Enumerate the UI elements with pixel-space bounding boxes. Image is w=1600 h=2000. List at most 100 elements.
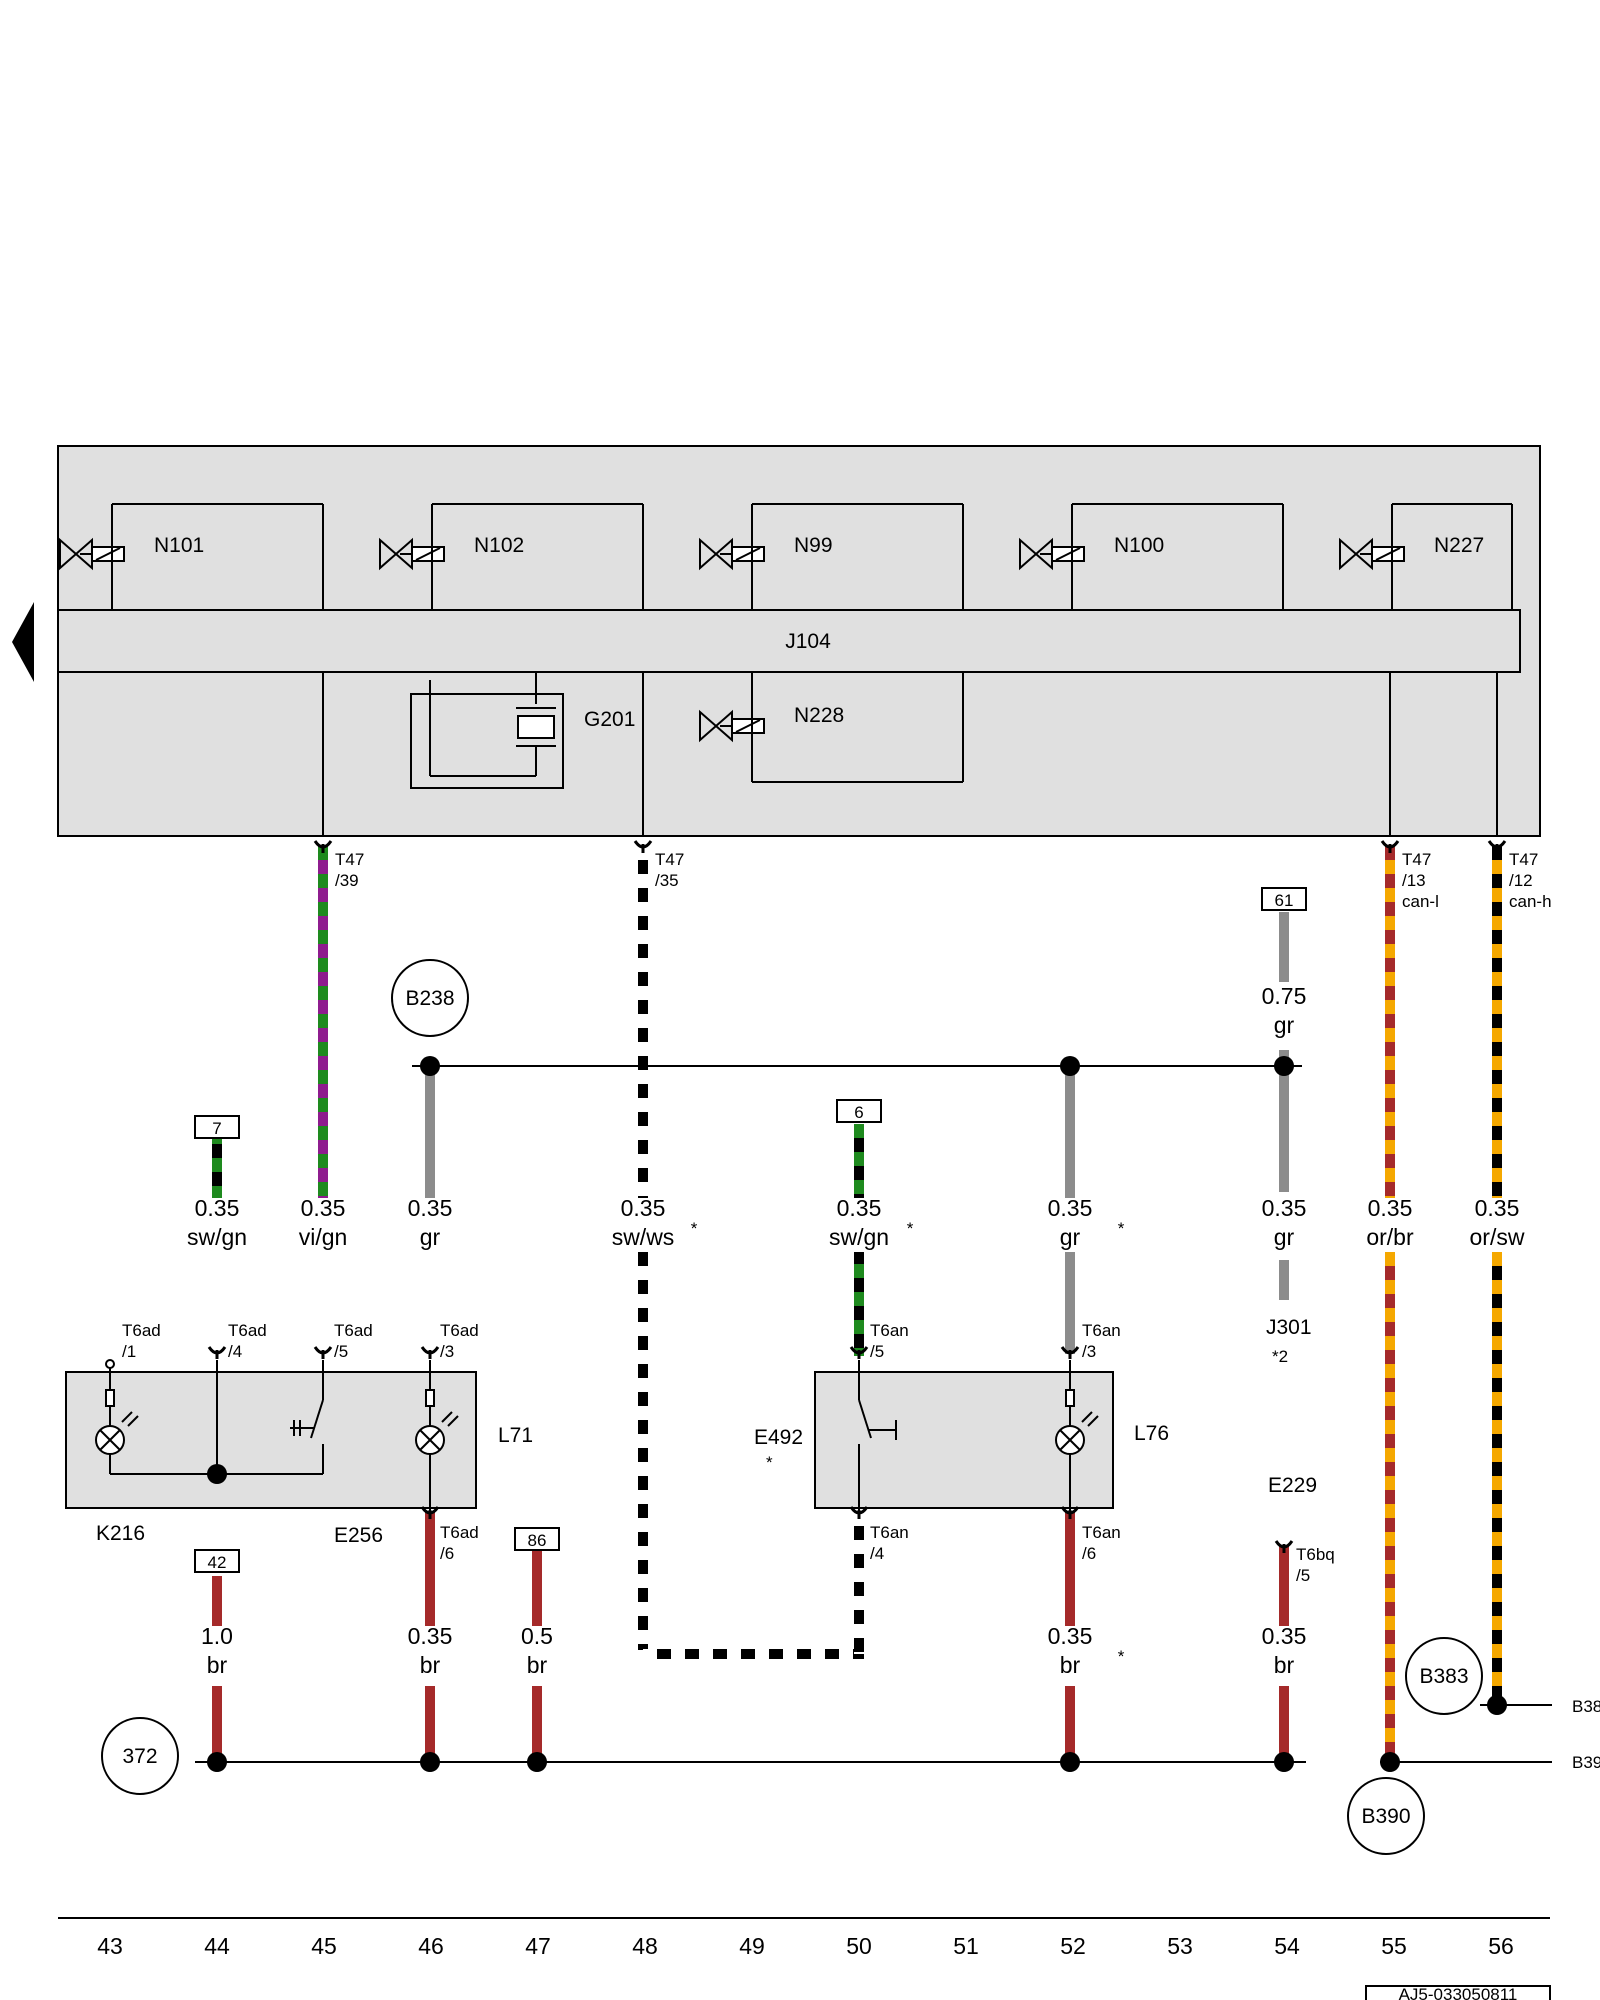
label-gap	[603, 1198, 683, 1252]
b238: B238	[405, 987, 454, 1010]
wire-color-label: gr	[1274, 1224, 1295, 1250]
e492-asterisk: *	[766, 1453, 773, 1472]
wire-size-label: 0.35	[1368, 1195, 1413, 1221]
junction-dot	[1274, 1752, 1294, 1772]
l76-lamp-x2	[1059, 1429, 1081, 1451]
junction-dot	[1060, 1752, 1080, 1772]
column-number: 47	[525, 1933, 551, 1959]
k216-e256-box	[65, 1371, 477, 1509]
k216-ray-1	[121, 1411, 133, 1423]
wire-color-label: sw/gn	[187, 1224, 247, 1250]
ref-6: 6	[854, 1103, 863, 1122]
footer-code: AJ5-033050811	[1399, 1985, 1518, 2000]
l76-label: L76	[1134, 1422, 1169, 1445]
connector-name: T6ad	[440, 1321, 479, 1340]
connector-name: T6an	[1082, 1321, 1121, 1340]
l71-lamp-x2	[419, 1429, 441, 1451]
connector-name: T47	[655, 850, 684, 869]
conn-372: 372	[122, 1745, 157, 1768]
connector-signal-label: can-h	[1509, 892, 1552, 911]
n227-coil-mark	[1375, 547, 1401, 561]
n101-valve-left	[59, 537, 78, 571]
connector-pin-label: /6	[440, 1544, 454, 1563]
connector-signal-label: can-l	[1402, 892, 1439, 911]
k216-lamp-x2	[99, 1429, 121, 1451]
connector-pin-label: /3	[1082, 1342, 1096, 1361]
l76-resistor-icon	[1065, 1389, 1075, 1407]
connector-pin-label: /5	[334, 1342, 348, 1361]
label-gap	[497, 1626, 577, 1686]
column-number: 48	[632, 1933, 658, 1959]
wire-color-label: gr	[1060, 1224, 1081, 1250]
label-gap	[390, 1626, 470, 1686]
column-number: 43	[97, 1933, 123, 1959]
label-gap	[1030, 1626, 1110, 1686]
n100-valve-left	[1019, 537, 1038, 571]
connector-pin-label: /13	[1402, 871, 1426, 890]
n101-coil-mark	[95, 547, 121, 561]
connector-pin-label: /6	[1082, 1544, 1096, 1563]
wire-size-label: 0.35	[1048, 1195, 1093, 1221]
wire-asterisk: *	[1118, 1647, 1125, 1666]
b238-circle	[391, 959, 469, 1037]
ref-61: 61	[1275, 891, 1294, 910]
n101-label: N101	[154, 534, 204, 557]
connector-name: T6ad	[122, 1321, 161, 1340]
ref-7: 7	[212, 1119, 221, 1138]
l76-ray-1	[1081, 1411, 1093, 1423]
k216-resistor-icon	[105, 1389, 115, 1407]
junction-dot	[207, 1752, 227, 1772]
wire-color-label: sw/gn	[829, 1224, 889, 1250]
column-number: 54	[1274, 1933, 1300, 1959]
connector-pin-label: /1	[122, 1342, 136, 1361]
wire-size-label: 0.35	[1262, 1195, 1307, 1221]
junction-dot	[1380, 1752, 1400, 1772]
label-gap	[1244, 986, 1324, 1046]
column-number: 52	[1060, 1933, 1086, 1959]
column-number: 50	[846, 1933, 872, 1959]
column-number: 45	[311, 1933, 337, 1959]
connector-pin-label: /5	[1296, 1566, 1310, 1585]
l71-ray-2	[447, 1415, 459, 1427]
b383-circle	[1405, 1637, 1483, 1715]
l71-label: L71	[498, 1424, 533, 1447]
connector-pin-label: /4	[228, 1342, 242, 1361]
g201-outer-box	[410, 693, 564, 789]
wire-size-label: 0.35	[621, 1195, 666, 1221]
conn-372-circle	[101, 1717, 179, 1795]
l71-ray-1	[441, 1411, 453, 1423]
l76-ray-2	[1087, 1415, 1099, 1427]
label-gap	[1244, 1198, 1324, 1252]
connector-pin-label: /35	[655, 871, 679, 890]
label-gap	[819, 1198, 899, 1252]
line-ref-b39: B39	[1572, 1753, 1600, 1772]
wire-asterisk: *	[691, 1219, 698, 1238]
line-ref-b38: B38	[1572, 1697, 1600, 1716]
j104-bar	[57, 609, 1521, 673]
wire-size-label: 0.35	[1262, 1623, 1307, 1649]
wire-size-label: 0.35	[1475, 1195, 1520, 1221]
label-gap	[1244, 1626, 1324, 1686]
wire-size-label: 0.35	[408, 1623, 453, 1649]
junction-dot	[1487, 1695, 1507, 1715]
ref-86: 86	[528, 1531, 547, 1550]
wire-color-label: vi/gn	[299, 1224, 348, 1250]
n228-coil-mark	[735, 719, 761, 733]
connector-name: T47	[1509, 850, 1538, 869]
label-gap	[177, 1198, 257, 1252]
j301-note: *2	[1272, 1347, 1288, 1366]
wire-color-label: br	[207, 1652, 228, 1678]
wire-size-label: 0.5	[521, 1623, 553, 1649]
wire-size-label: 0.75	[1262, 983, 1307, 1009]
n102-coil-mark	[415, 547, 441, 561]
e256-label: E256	[334, 1524, 383, 1547]
junction-dot	[420, 1056, 440, 1076]
footer-code-box	[1365, 1985, 1551, 2000]
n102-label: N102	[474, 534, 524, 557]
connector-name: T6an	[1082, 1523, 1121, 1542]
label-gap	[177, 1626, 257, 1686]
wire-size-label: 0.35	[1048, 1623, 1093, 1649]
e229-label: E229	[1268, 1474, 1317, 1497]
k216-label: K216	[96, 1522, 145, 1545]
connector-pin-label: /12	[1509, 871, 1533, 890]
